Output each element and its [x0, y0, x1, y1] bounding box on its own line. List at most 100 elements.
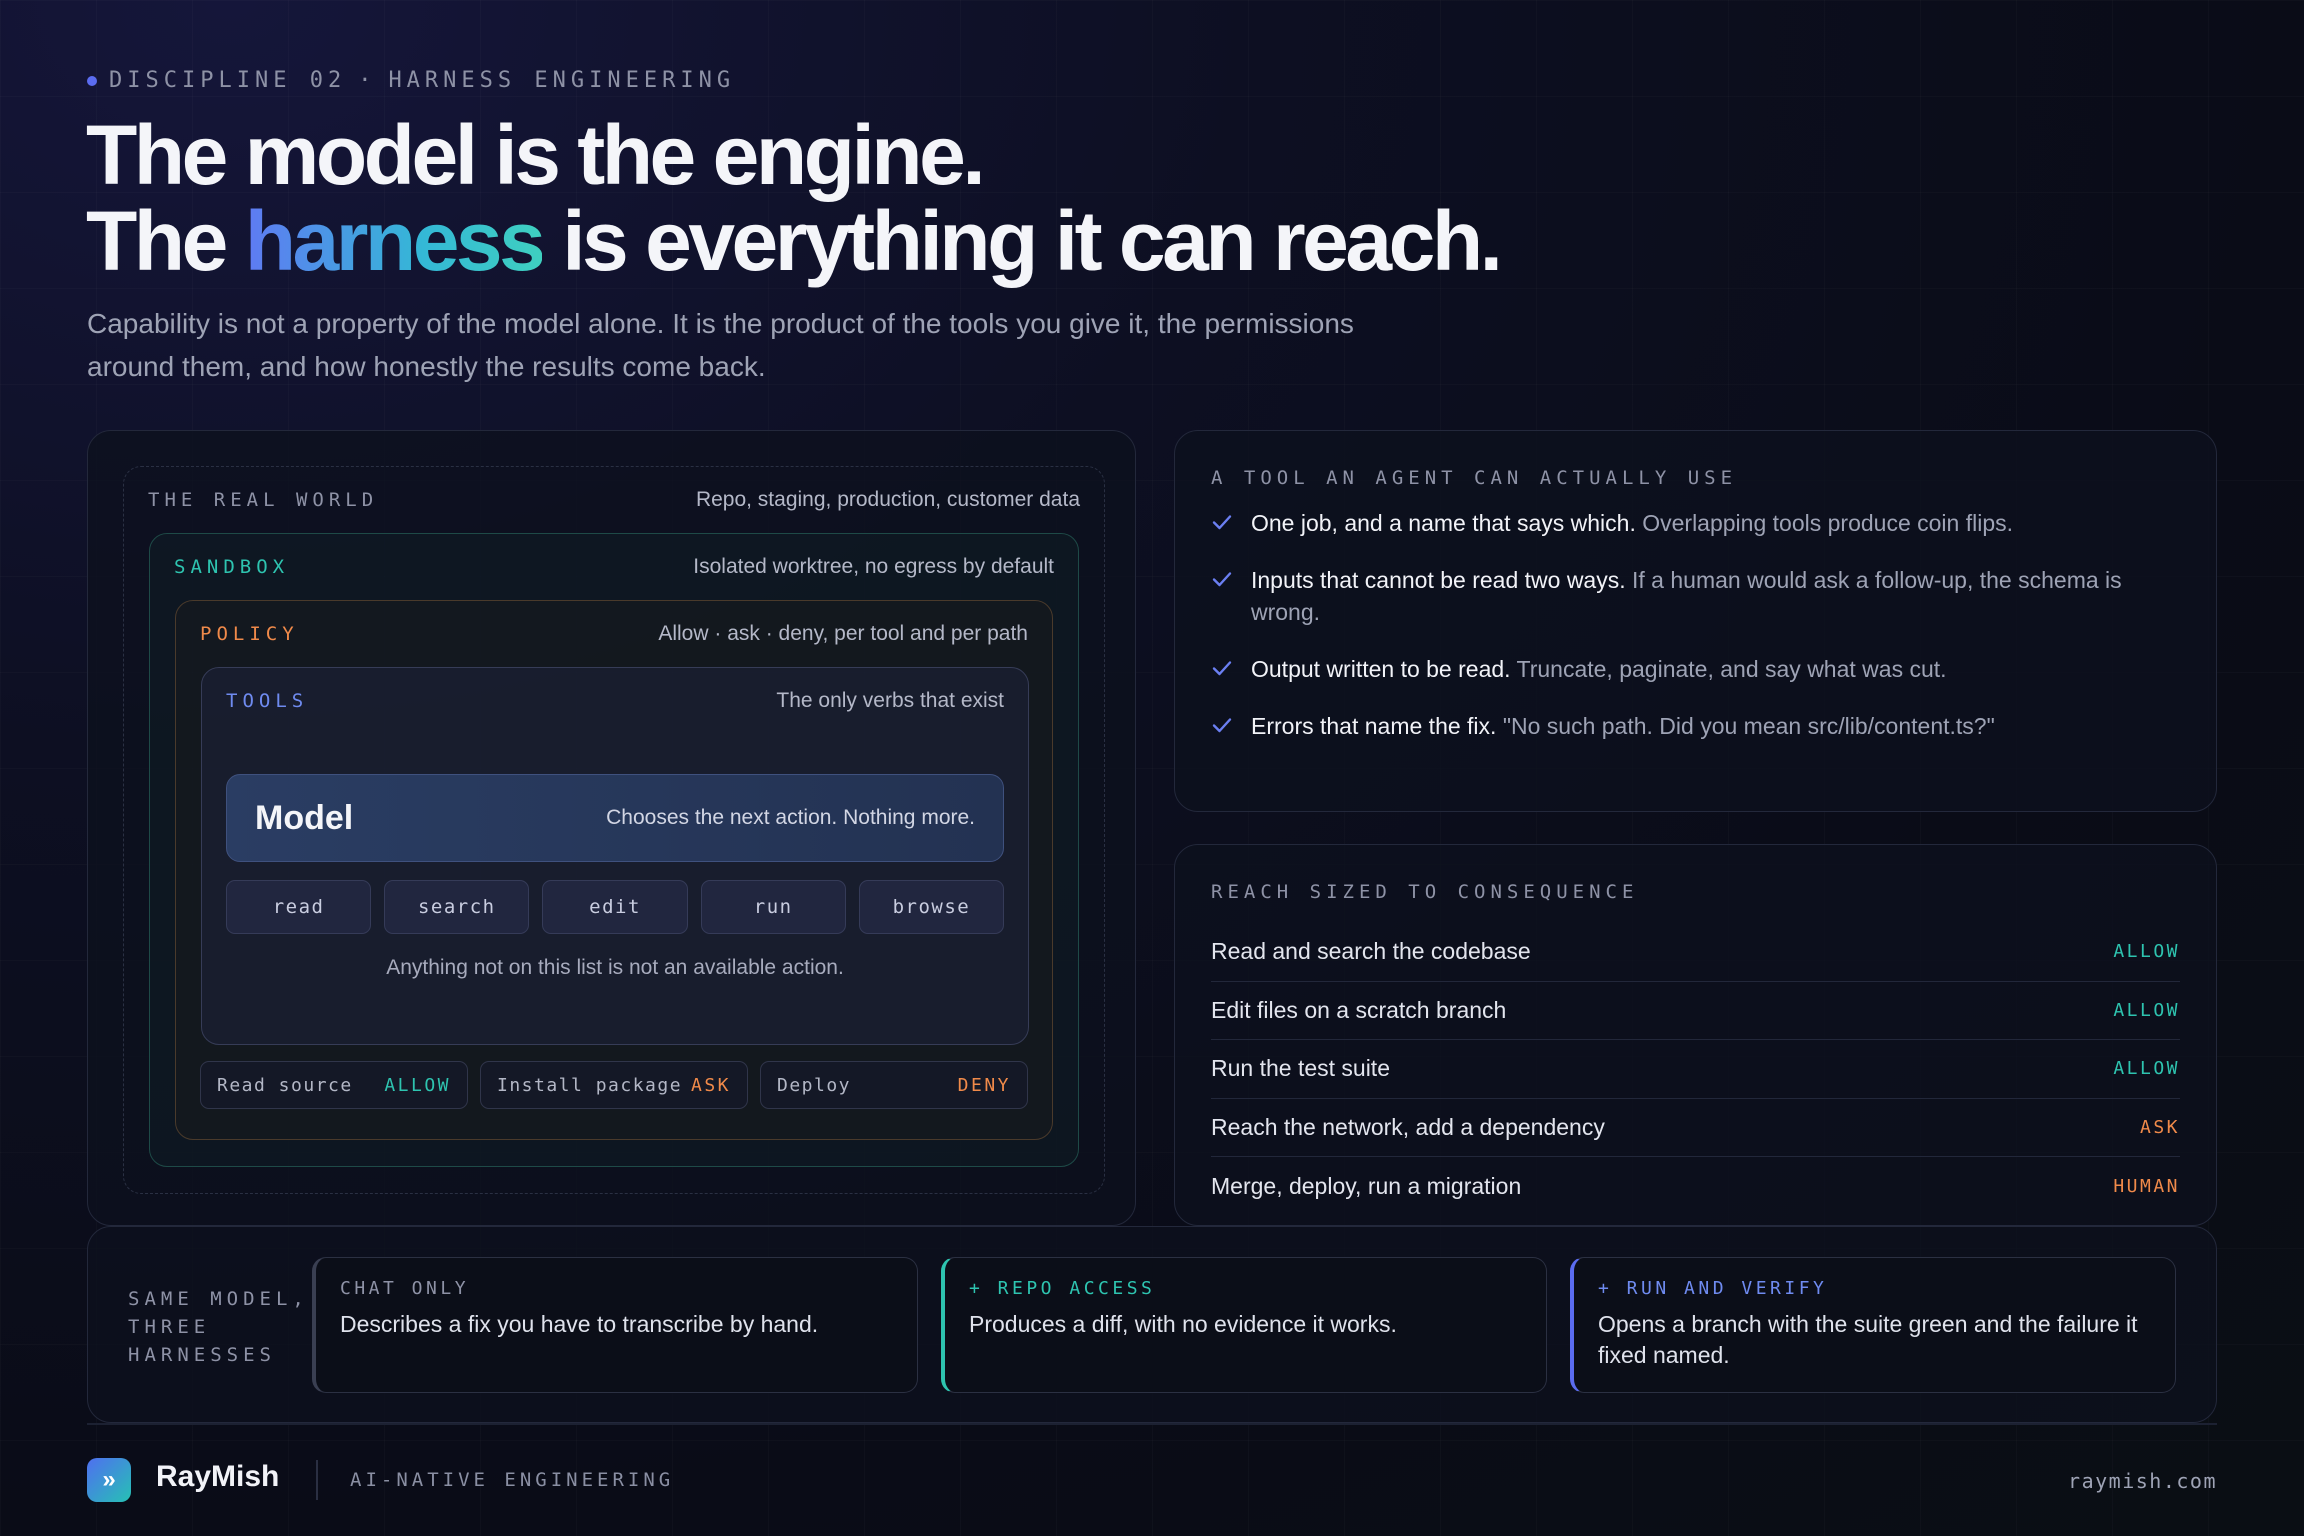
- model-desc: Chooses the next action. Nothing more.: [606, 806, 975, 829]
- harness-card-run-and-verify: + RUN AND VERIFY Opens a branch with the…: [1570, 1257, 2176, 1393]
- status-allow: ALLOW: [2113, 999, 2180, 1021]
- layer-policy: POLICY Allow · ask · deny, per tool and …: [175, 600, 1053, 1140]
- comparison-label-line-2: THREE: [128, 1316, 211, 1338]
- model-name: Model: [255, 798, 354, 837]
- layer-tools: TOOLS The only verbs that exist Model Ch…: [201, 667, 1029, 1045]
- list-item: Inputs that cannot be read two ways. If …: [1211, 564, 2166, 628]
- list-item: Output written to be read. Truncate, pag…: [1211, 653, 2166, 685]
- permission-deploy: Deploy DENY: [760, 1061, 1028, 1109]
- list-item-text: Errors that name the fix. "No such path.…: [1251, 710, 1995, 742]
- page-title: The model is the engine. The harness is …: [86, 108, 1503, 284]
- list-item-rest: Overlapping tools produce coin flips.: [1635, 510, 2013, 536]
- title-line-2: The harness is everything it can reach.: [86, 198, 1503, 284]
- title-highlight: harness: [244, 194, 546, 288]
- list-item-lead: Output written to be read.: [1251, 656, 1511, 682]
- reach-action: Merge, deploy, run a migration: [1211, 1172, 1522, 1199]
- check-icon: [1212, 572, 1232, 587]
- status-ask: ASK: [690, 1074, 731, 1096]
- harness-card-label: CHAT ONLY: [340, 1278, 470, 1299]
- verb-edit: edit: [542, 880, 688, 934]
- tool-panel-label: A TOOL AN AGENT CAN ACTUALLY USE: [1211, 467, 1738, 489]
- check-icon: [1212, 515, 1232, 530]
- harness-card-label: + RUN AND VERIFY: [1598, 1278, 1828, 1299]
- comparison-label-line-1: SAME MODEL,: [128, 1288, 309, 1310]
- comparison-label-line-3: HARNESSES: [128, 1344, 276, 1366]
- permission-read-source: Read source ALLOW: [200, 1061, 468, 1109]
- title-line-2-post: is everything it can reach.: [542, 194, 1503, 288]
- harness-card-desc: Opens a branch with the suite green and …: [1598, 1311, 2138, 1368]
- status-allow: ALLOW: [2113, 1058, 2180, 1080]
- permission-list: Read source ALLOW Install package ASK De…: [200, 1061, 1028, 1109]
- permission-name: Read source: [217, 1074, 353, 1096]
- layer-policy-label: POLICY: [200, 623, 299, 645]
- reach-action: Reach the network, add a dependency: [1211, 1113, 1605, 1140]
- eyebrow: DISCIPLINE 02 · HARNESS ENGINEERING: [87, 68, 735, 93]
- list-item-text: Output written to be read. Truncate, pag…: [1251, 653, 1947, 685]
- verbs-note: Anything not on this list is not an avai…: [386, 956, 844, 979]
- check-icon: [1212, 661, 1232, 676]
- permission-install-package: Install package ASK: [480, 1061, 748, 1109]
- verb-browse: browse: [858, 880, 1005, 934]
- layer-real-world: THE REAL WORLD Repo, staging, production…: [123, 466, 1105, 1194]
- reach-table: Read and search the codebase ALLOW Edit …: [1211, 923, 2180, 1216]
- list-item-lead: Inputs that cannot be read two ways.: [1251, 567, 1626, 593]
- permission-name: Deploy: [777, 1074, 852, 1096]
- brand-tagline: AI-NATIVE ENGINEERING: [350, 1469, 675, 1491]
- layer-real-world-label: THE REAL WORLD: [148, 489, 379, 511]
- layer-tools-label: TOOLS: [226, 690, 309, 712]
- site-link[interactable]: raymish.com: [2068, 1469, 2217, 1493]
- table-row: Read and search the codebase ALLOW: [1211, 923, 2180, 982]
- status-deny: DENY: [957, 1074, 1011, 1096]
- title-line-1: The model is the engine.: [86, 108, 986, 202]
- status-allow: ALLOW: [2113, 941, 2180, 963]
- list-item: One job, and a name that says which. Ove…: [1211, 507, 2166, 539]
- check-icon: [1212, 718, 1232, 733]
- list-item-lead: One job, and a name that says which.: [1251, 510, 1636, 536]
- list-item-rest: Truncate, paginate, and say what was cut…: [1510, 656, 1947, 682]
- list-item-lead: Errors that name the fix.: [1251, 713, 1497, 739]
- verb-read: read: [226, 880, 372, 934]
- title-line-2-pre: The: [86, 194, 245, 288]
- reach-panel: REACH SIZED TO CONSEQUENCE Read and sear…: [1174, 844, 2217, 1226]
- lede-paragraph: Capability is not a property of the mode…: [87, 308, 1354, 382]
- list-item-text: Inputs that cannot be read two ways. If …: [1251, 564, 2166, 628]
- harness-card-desc: Produces a diff, with no evidence it wor…: [969, 1311, 1397, 1337]
- list-item-text: One job, and a name that says which. Ove…: [1251, 507, 2013, 539]
- eyebrow-separator: ·: [358, 68, 377, 93]
- verb-run: run: [700, 880, 846, 934]
- eyebrow-discipline: DISCIPLINE 02: [109, 68, 347, 93]
- verb-search: search: [384, 880, 530, 934]
- status-ask: ASK: [2139, 1116, 2180, 1138]
- layer-sandbox-label: SANDBOX: [174, 556, 290, 578]
- harness-comparison-panel: SAME MODEL, THREE HARNESSES CHAT ONLY De…: [87, 1226, 2217, 1423]
- reach-action: Edit files on a scratch branch: [1211, 996, 1507, 1023]
- layer-real-world-desc: Repo, staging, production, customer data: [695, 488, 1080, 511]
- verb-list: read search edit run browse: [226, 880, 1005, 934]
- status-human: HUMAN: [2113, 1175, 2180, 1197]
- table-row: Reach the network, add a dependency ASK: [1211, 1099, 2180, 1157]
- harness-card-chat-only: CHAT ONLY Describes a fix you have to tr…: [312, 1257, 918, 1393]
- list-item: Errors that name the fix. "No such path.…: [1211, 710, 2166, 742]
- tool-qualities-panel: A TOOL AN AGENT CAN ACTUALLY USE One job…: [1174, 430, 2217, 812]
- reach-action: Read and search the codebase: [1211, 938, 1531, 965]
- status-allow: ALLOW: [384, 1074, 451, 1096]
- layer-sandbox: SANDBOX Isolated worktree, no egress by …: [149, 533, 1079, 1167]
- eyebrow-topic: HARNESS ENGINEERING: [388, 68, 736, 93]
- table-row: Merge, deploy, run a migration HUMAN: [1211, 1157, 2180, 1216]
- footer-separator: [316, 1460, 318, 1500]
- reach-panel-label: REACH SIZED TO CONSEQUENCE: [1211, 881, 1639, 903]
- brand-name: RayMish: [156, 1460, 280, 1493]
- comparison-label: SAME MODEL, THREE HARNESSES: [128, 1285, 309, 1369]
- tool-qualities-list: One job, and a name that says which. Ove…: [1211, 507, 2166, 767]
- reach-action: Run the test suite: [1211, 1055, 1390, 1082]
- harness-card-label: + REPO ACCESS: [969, 1278, 1156, 1299]
- harness-card-repo-access: + REPO ACCESS Produces a diff, with no e…: [941, 1257, 1547, 1393]
- layer-policy-desc: Allow · ask · deny, per tool and per pat…: [658, 622, 1028, 645]
- permission-name: Install package: [497, 1074, 683, 1096]
- harness-card-desc: Describes a fix you have to transcribe b…: [340, 1311, 819, 1337]
- model-box: Model Chooses the next action. Nothing m…: [226, 774, 1004, 862]
- layer-sandbox-desc: Isolated worktree, no egress by default: [693, 555, 1054, 578]
- chevrons-right-icon: »: [87, 1458, 131, 1502]
- table-row: Run the test suite ALLOW: [1211, 1040, 2180, 1099]
- table-row: Edit files on a scratch branch ALLOW: [1211, 982, 2180, 1040]
